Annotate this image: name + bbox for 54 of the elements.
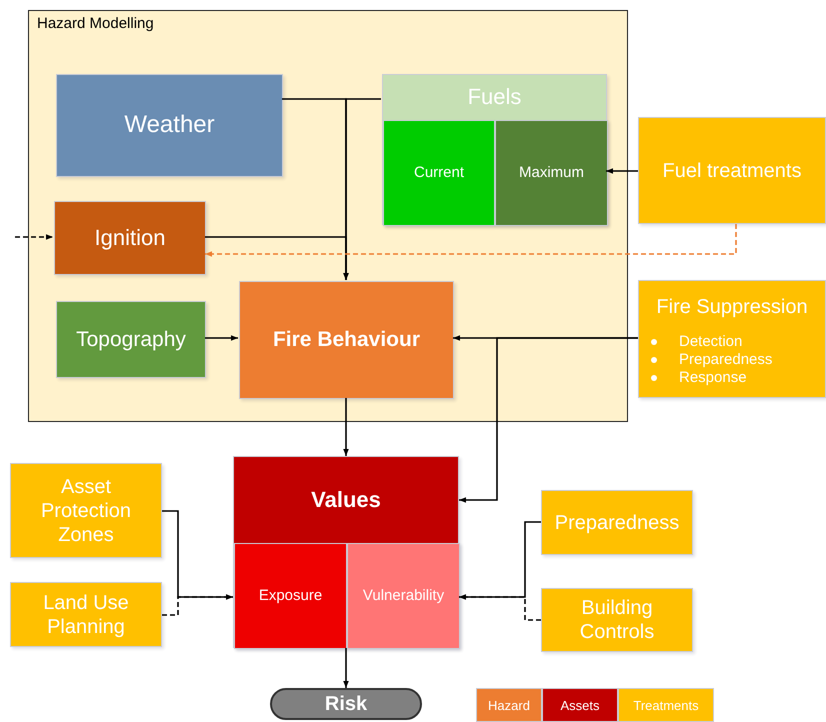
node-label: Weather bbox=[123, 111, 216, 140]
node-label: Topography bbox=[75, 326, 187, 352]
process-box bbox=[233, 456, 459, 648]
process-box bbox=[383, 120, 495, 226]
process-box bbox=[382, 74, 607, 225]
node-label: Hazard Modelling bbox=[36, 14, 155, 34]
arrow bbox=[459, 594, 541, 621]
node-label: Risk bbox=[324, 692, 368, 716]
group-panel bbox=[28, 10, 628, 422]
process-box bbox=[541, 588, 693, 652]
node-label: Building Controls bbox=[578, 596, 656, 644]
arrow bbox=[459, 521, 541, 600]
process-box bbox=[495, 120, 608, 226]
node-label: Preparedness bbox=[554, 510, 680, 534]
process-box bbox=[239, 281, 454, 399]
list-item: Detection bbox=[679, 333, 742, 351]
process-box bbox=[10, 463, 162, 558]
node-label: Current bbox=[412, 164, 466, 182]
arrow bbox=[343, 398, 349, 456]
node-label: Fire Behaviour bbox=[272, 327, 422, 353]
terminal-pill bbox=[270, 688, 422, 720]
list-item: Preparedness bbox=[679, 351, 772, 369]
process-box bbox=[638, 280, 826, 398]
process-box bbox=[638, 117, 826, 224]
arrow bbox=[205, 224, 737, 257]
legend-label: Assets bbox=[560, 698, 600, 712]
process-box bbox=[56, 74, 283, 177]
node-label: Fire Suppression bbox=[655, 295, 809, 320]
process-box bbox=[541, 490, 693, 555]
list-item: Response bbox=[679, 369, 747, 387]
arrow bbox=[162, 594, 233, 616]
legend-label: Treatments bbox=[633, 698, 699, 712]
node-label: Fuels bbox=[466, 83, 522, 112]
process-box bbox=[347, 543, 460, 649]
node-label: Exposure bbox=[258, 587, 324, 605]
node-label: Ignition bbox=[94, 224, 166, 252]
legend-label: Hazard bbox=[488, 698, 530, 712]
node-label: Vulnerability bbox=[362, 587, 446, 605]
process-box bbox=[10, 582, 162, 647]
process-box bbox=[56, 301, 206, 378]
arrow bbox=[205, 236, 349, 280]
process-box bbox=[54, 201, 206, 275]
arrow bbox=[606, 168, 638, 174]
arrow bbox=[205, 335, 238, 341]
node-label: Maximum bbox=[518, 164, 585, 182]
process-box bbox=[234, 543, 347, 649]
node-label: Values bbox=[310, 486, 382, 514]
node-label: Fuel treatments bbox=[662, 158, 802, 182]
arrow bbox=[343, 648, 349, 688]
arrow bbox=[15, 234, 53, 240]
node-label: Land Use Planning bbox=[42, 590, 130, 638]
arrow bbox=[459, 337, 638, 503]
arrow bbox=[162, 510, 233, 600]
node-label: Asset Protection Zones bbox=[40, 474, 132, 546]
